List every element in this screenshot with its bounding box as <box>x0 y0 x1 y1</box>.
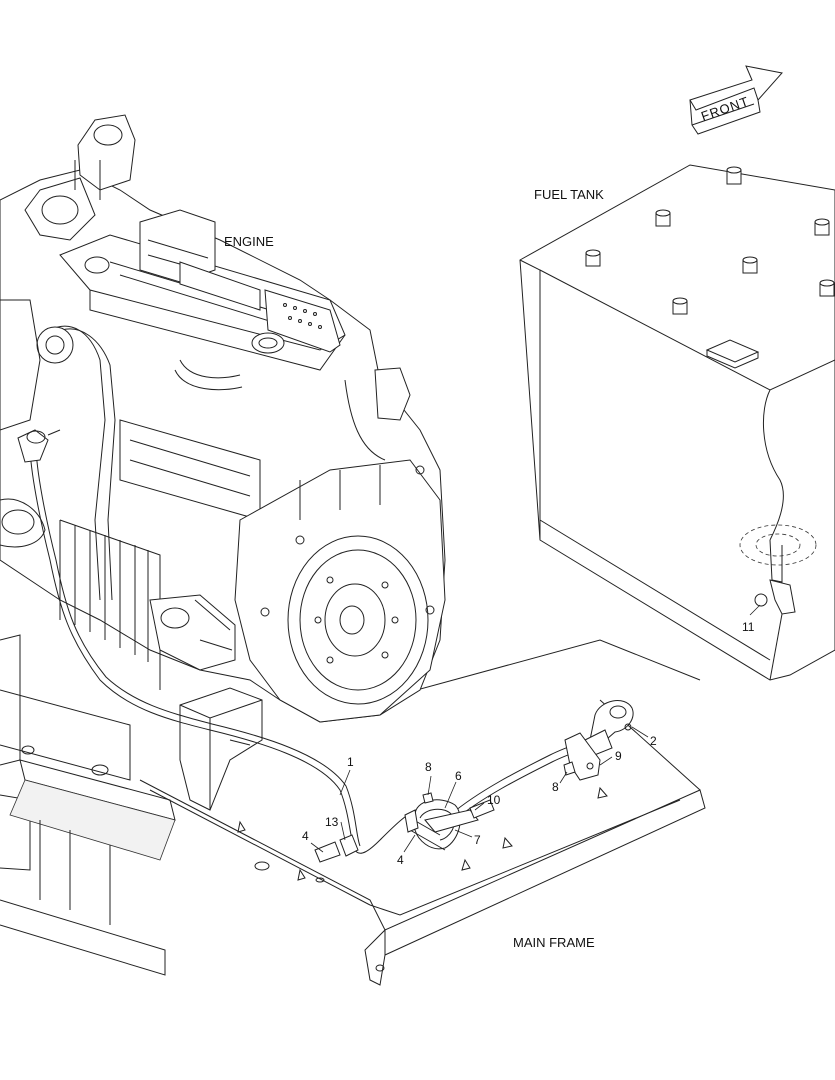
fuel-tank <box>519 164 835 681</box>
callout-10: 10 <box>487 793 501 807</box>
callout-2: 2 <box>650 734 657 748</box>
main-frame-label: MAIN FRAME <box>513 935 595 950</box>
callout-8-lower: 8 <box>552 780 559 794</box>
callout-8-upper: 8 <box>425 760 432 774</box>
callout-13: 13 <box>325 815 339 829</box>
main-frame <box>0 634 706 986</box>
engine-label: ENGINE <box>224 234 274 249</box>
callout-4-left: 4 <box>302 829 309 843</box>
front-arrow-icon: FRONT <box>689 65 783 135</box>
fuel-sensor-assembly <box>314 700 634 863</box>
callout-9: 9 <box>615 749 622 763</box>
fuel-hose <box>17 429 603 854</box>
callout-1: 1 <box>347 755 354 769</box>
callout-4-right: 4 <box>397 853 404 867</box>
fuel-tank-label: FUEL TANK <box>534 187 604 202</box>
callout-11: 11 <box>742 620 755 634</box>
engine-mount <box>179 687 263 811</box>
tank-boss <box>585 166 835 315</box>
engine <box>0 114 446 723</box>
callout-7: 7 <box>474 833 481 847</box>
callout-6: 6 <box>455 769 462 783</box>
leader-lines <box>310 604 761 853</box>
